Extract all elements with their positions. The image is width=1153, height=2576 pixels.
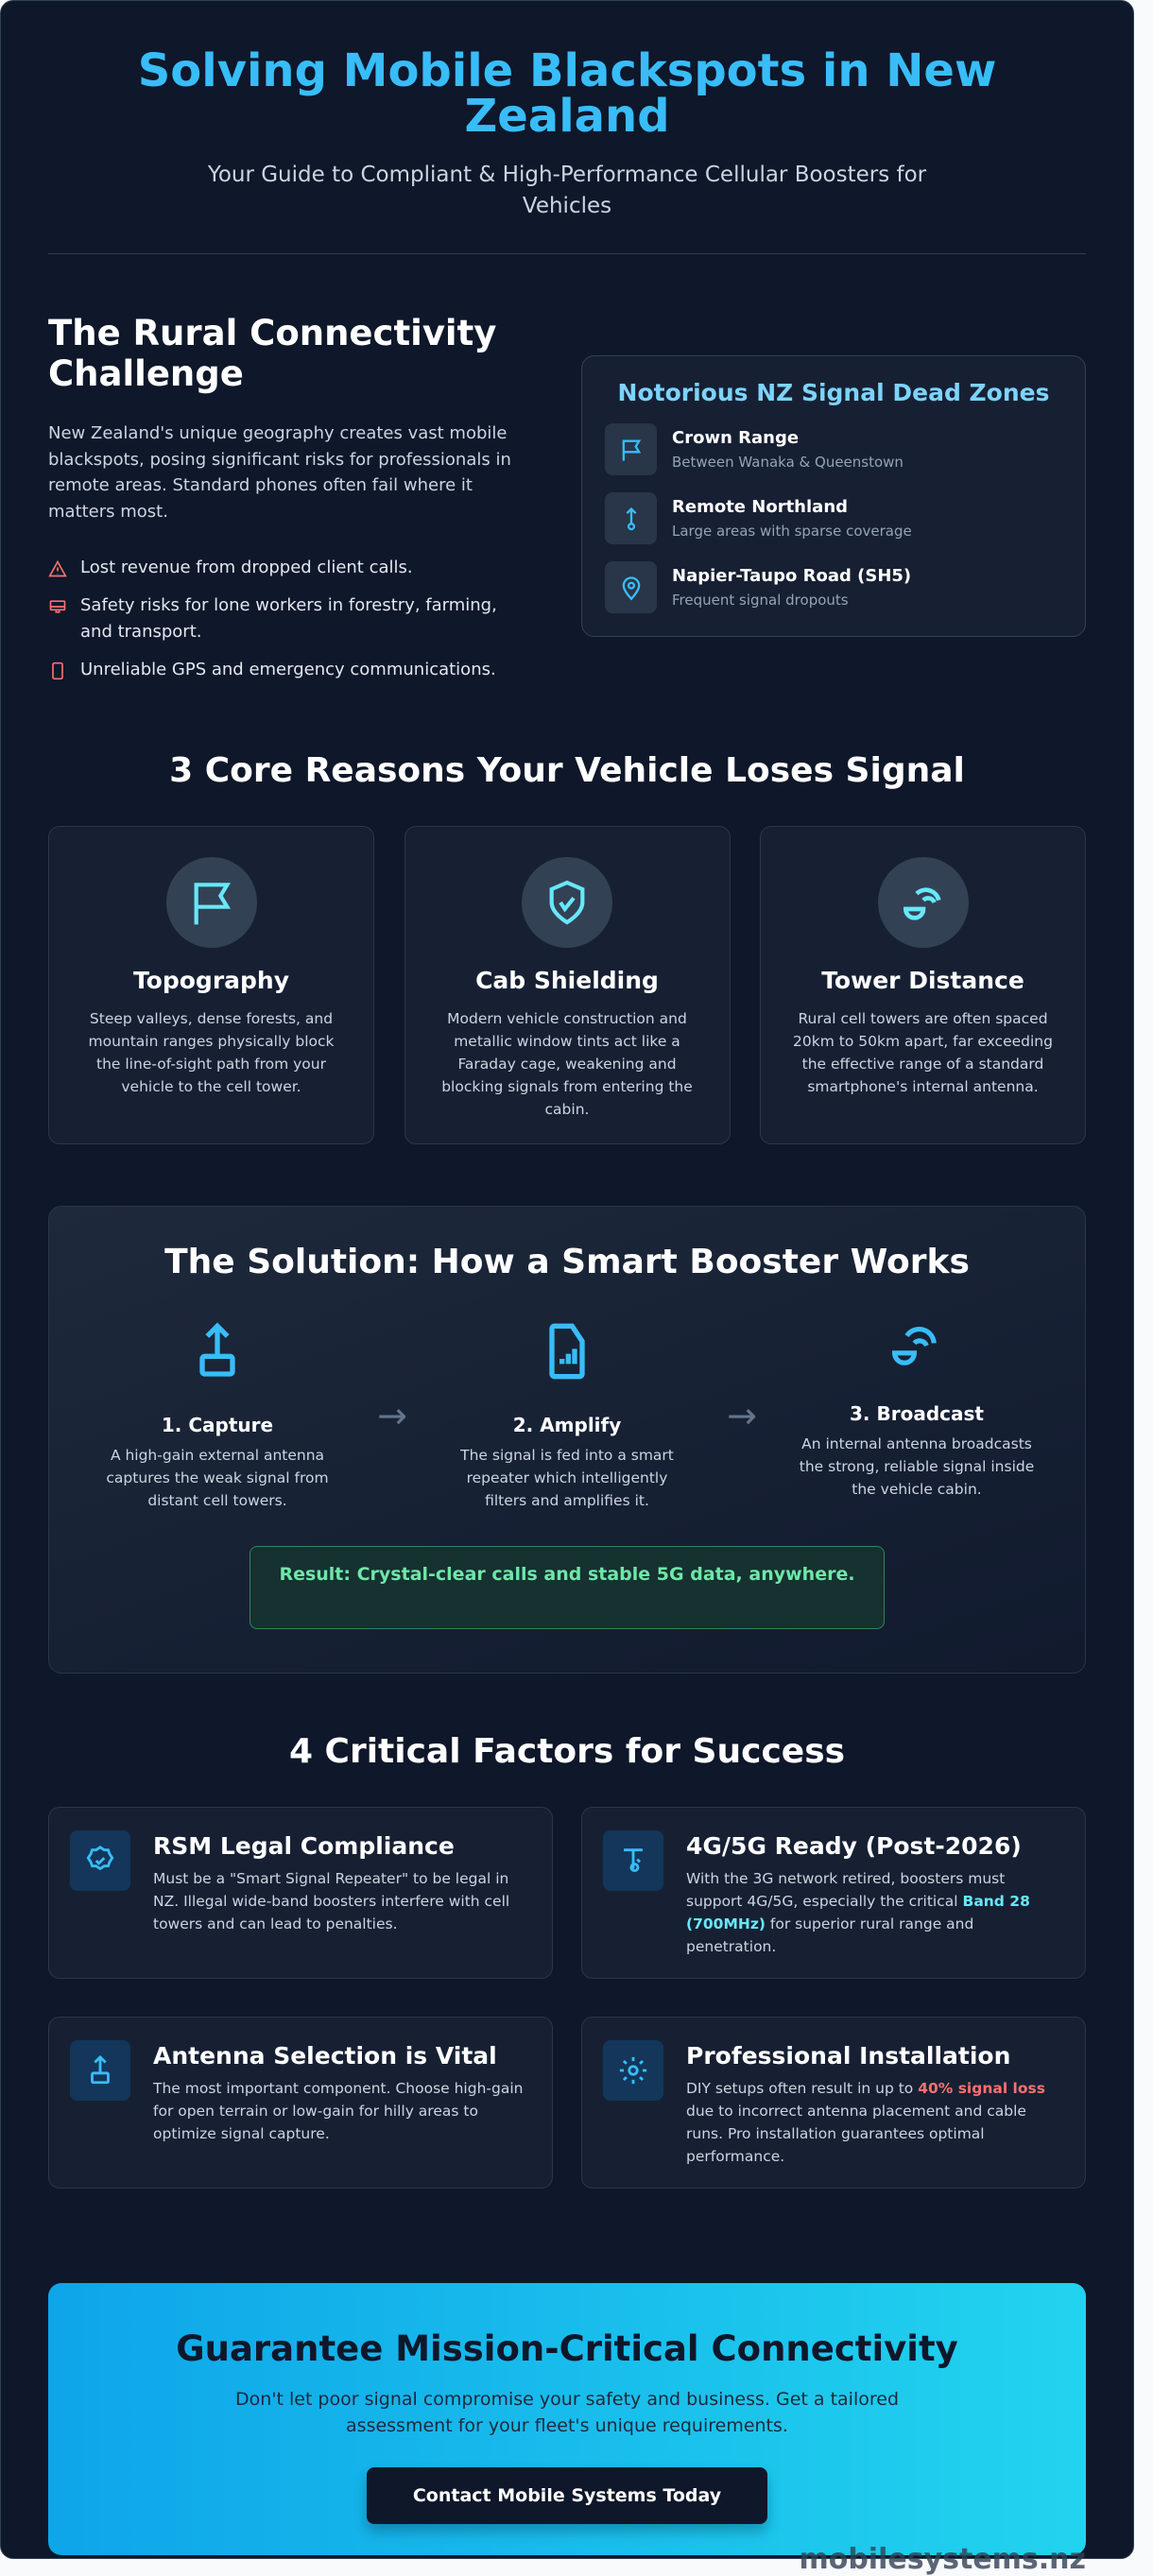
band-highlight: Band 28 (700MHz) — [686, 1893, 1030, 1932]
flag-icon — [622, 439, 641, 461]
factor-card: 4G/5G Ready (Post-2026)With the 3G netwo… — [581, 1807, 1086, 1979]
reasons-title: 3 Core Reasons Your Vehicle Loses Signal — [169, 751, 965, 790]
satellite-dish-icon — [891, 1327, 937, 1365]
monitor-icon — [49, 600, 66, 613]
factors-section: 4 Critical Factors for Success RSM Legal… — [48, 1732, 1086, 2189]
arrow-icon: → — [377, 1395, 407, 1436]
cta-body: Don't let poor signal compromise your sa… — [234, 2389, 900, 2436]
zone-item: Napier-Taupo Road (SH5)Frequent signal d… — [605, 561, 1062, 613]
watermark: mobilesystems.nz — [799, 2543, 1086, 2576]
sim-signal-icon — [549, 1323, 585, 1380]
dead-zones-title: Notorious NZ Signal Dead Zones — [617, 379, 1050, 406]
phone-icon — [52, 661, 63, 680]
divider — [48, 253, 1086, 254]
dead-zones-card: Notorious NZ Signal Dead Zones Crown Ran… — [581, 355, 1086, 637]
risk-item: Lost revenue from dropped client calls. — [48, 555, 521, 581]
shield-check-icon — [549, 880, 585, 925]
challenge-body: New Zealand's unique geography creates v… — [48, 423, 511, 522]
result-banner: Result: Crystal-clear calls and stable 5… — [250, 1546, 885, 1629]
solution-title: The Solution: How a Smart Booster Works — [164, 1243, 970, 1281]
signal-loss-highlight: 40% signal loss — [918, 2080, 1045, 2097]
antenna-icon — [624, 1848, 643, 1873]
risk-item: Safety risks for lone workers in forestr… — [48, 592, 521, 645]
cta-section: Guarantee Mission-Critical Connectivity … — [48, 2283, 1086, 2576]
upload-icon — [199, 1322, 235, 1377]
risk-item: Unreliable GPS and emergency communicati… — [48, 657, 521, 683]
arrow-icon: → — [727, 1395, 757, 1436]
page-title: Solving Mobile Blackspots in New Zealand — [137, 44, 997, 143]
factors-title: 4 Critical Factors for Success — [288, 1732, 846, 1771]
satellite-dish-icon — [903, 887, 941, 920]
upload-icon — [91, 2054, 110, 2085]
contact-button[interactable]: Contact Mobile Systems Today — [367, 2467, 767, 2524]
gear-icon — [619, 2056, 647, 2085]
warning-icon — [48, 559, 67, 577]
page-subtitle: Your Guide to Compliant & High-Performan… — [207, 163, 927, 218]
challenge-section: The Rural Connectivity Challenge New Zea… — [48, 313, 1086, 695]
challenge-title: The Rural Connectivity Challenge — [48, 313, 497, 394]
flag-icon — [194, 883, 231, 925]
map-pin-icon — [622, 575, 640, 600]
reasons-section: 3 Core Reasons Your Vehicle Loses Signal… — [48, 751, 1086, 1144]
solution-section: The Solution: How a Smart Booster Works … — [48, 1206, 1086, 1674]
badge-check-icon — [86, 1846, 114, 1871]
cta-title: Guarantee Mission-Critical Connectivity — [176, 2328, 958, 2369]
route-icon — [626, 507, 636, 530]
